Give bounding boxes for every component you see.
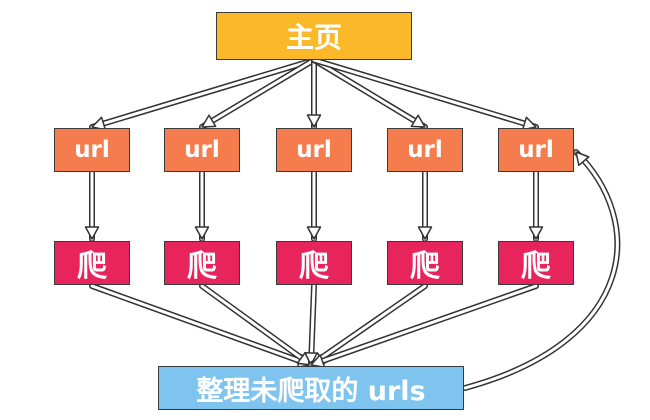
arrow-crawl-to-collect-5 <box>308 283 539 368</box>
arrow-crawl-to-collect-4 <box>308 283 428 368</box>
arrow-home-to-url-1 <box>89 57 317 131</box>
arrow-url-to-crawl-5 <box>528 170 544 242</box>
crawl-node-5: 爬 <box>498 241 574 285</box>
arrow-crawl-to-collect-3 <box>304 283 319 368</box>
homepage-node: 主页 <box>216 12 412 60</box>
arrow-feedback-to-url <box>462 149 621 391</box>
arrow-home-to-url-4 <box>311 57 428 130</box>
crawl-node-2: 爬 <box>164 241 240 285</box>
url-node-3: url <box>276 128 352 172</box>
url-node-2: url <box>164 128 240 172</box>
url-node-5: url <box>498 128 574 172</box>
arrow-url-to-crawl-2 <box>194 170 210 242</box>
arrow-url-to-crawl-1 <box>84 170 100 242</box>
url-node-4: url <box>387 128 463 172</box>
crawl-node-4: 爬 <box>387 241 463 285</box>
arrow-home-to-url-2 <box>199 57 317 130</box>
arrow-crawl-to-collect-2 <box>199 283 314 368</box>
url-node-1: url <box>54 128 130 172</box>
arrow-crawl-to-collect-1 <box>89 283 314 368</box>
arrow-home-to-url-3 <box>306 57 322 130</box>
collect-unvisited-urls-node: 整理未爬取的 urls <box>158 366 464 410</box>
arrow-url-to-crawl-4 <box>417 170 433 242</box>
crawl-node-1: 爬 <box>54 241 130 285</box>
arrow-url-to-crawl-3 <box>306 170 322 242</box>
crawl-node-3: 爬 <box>276 241 352 285</box>
arrow-layer <box>84 57 621 391</box>
arrow-home-to-url-5 <box>311 57 539 131</box>
